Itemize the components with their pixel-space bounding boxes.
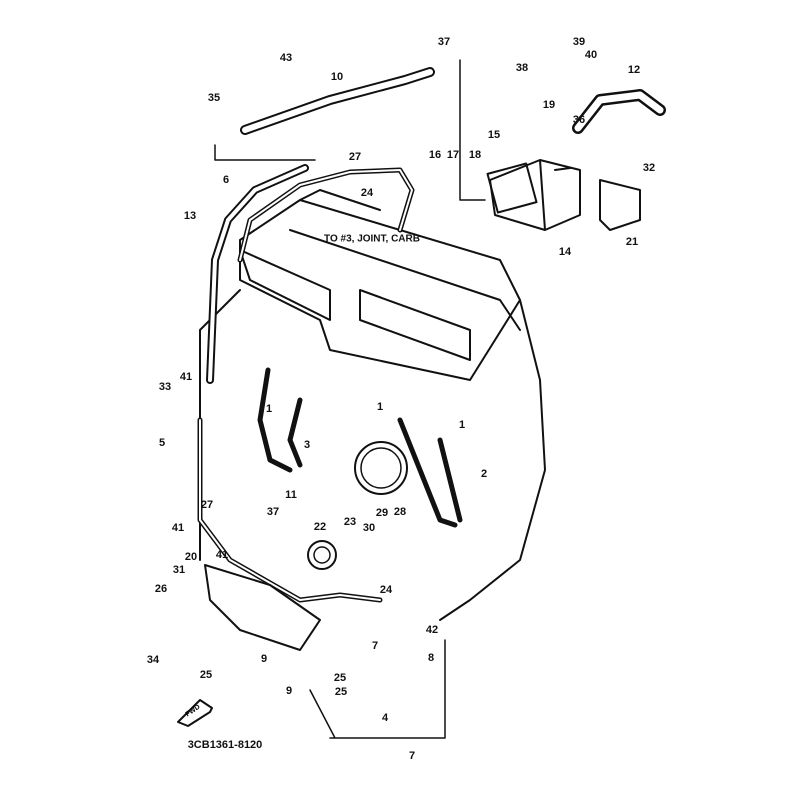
reed-valve-20 bbox=[204, 564, 321, 651]
callout-24: 24 bbox=[360, 187, 374, 199]
callout-37: 37 bbox=[266, 506, 280, 518]
engine-outline bbox=[199, 189, 546, 621]
callout-27: 27 bbox=[200, 499, 214, 511]
callout-1: 1 bbox=[265, 403, 273, 415]
callout-1: 1 bbox=[376, 401, 384, 413]
callout-28: 28 bbox=[393, 506, 407, 518]
callout-40: 40 bbox=[584, 49, 598, 61]
callout-1: 1 bbox=[458, 419, 466, 431]
pipe-3 bbox=[257, 367, 303, 473]
callout-17: 17 bbox=[446, 149, 460, 161]
callout-38: 38 bbox=[515, 62, 529, 74]
callout-29: 29 bbox=[375, 507, 389, 519]
bracket-21 bbox=[599, 179, 641, 231]
callout-16: 16 bbox=[428, 149, 442, 161]
callout-15: 15 bbox=[487, 129, 501, 141]
callout-41: 41 bbox=[171, 522, 185, 534]
callout-7: 7 bbox=[371, 640, 379, 652]
valve-22 bbox=[307, 540, 337, 570]
air-filter-case bbox=[489, 159, 581, 231]
callout-34: 34 bbox=[146, 654, 160, 666]
callout-41: 41 bbox=[179, 371, 193, 383]
callout-30: 30 bbox=[362, 522, 376, 534]
callout-5: 5 bbox=[158, 437, 166, 449]
callout-13: 13 bbox=[183, 210, 197, 222]
callout-3: 3 bbox=[303, 439, 311, 451]
callout-12: 12 bbox=[627, 64, 641, 76]
callout-26: 26 bbox=[154, 583, 168, 595]
callout-33: 33 bbox=[158, 381, 172, 393]
callout-21: 21 bbox=[625, 236, 639, 248]
callout-41: 41 bbox=[215, 549, 229, 561]
engine-circle bbox=[354, 441, 408, 495]
callout-10: 10 bbox=[330, 71, 344, 83]
callout-25: 25 bbox=[199, 669, 213, 681]
routing-note: TO #3, JOINT, CARB bbox=[324, 233, 420, 245]
callout-25: 25 bbox=[333, 672, 347, 684]
callout-9: 9 bbox=[285, 685, 293, 697]
callout-42: 42 bbox=[425, 624, 439, 636]
callout-23: 23 bbox=[343, 516, 357, 528]
callout-20: 20 bbox=[184, 551, 198, 563]
callout-9: 9 bbox=[260, 653, 268, 665]
callout-32: 32 bbox=[642, 162, 656, 174]
callout-39: 39 bbox=[572, 36, 586, 48]
callout-37: 37 bbox=[437, 36, 451, 48]
callout-35: 35 bbox=[207, 92, 221, 104]
callout-7: 7 bbox=[408, 750, 416, 762]
callout-25: 25 bbox=[334, 686, 348, 698]
callout-24: 24 bbox=[379, 584, 393, 596]
callout-19: 19 bbox=[542, 99, 556, 111]
callout-2: 2 bbox=[480, 468, 488, 480]
hose-13 bbox=[206, 164, 309, 384]
callout-27: 27 bbox=[348, 151, 362, 163]
callout-11: 11 bbox=[285, 489, 297, 501]
callout-6: 6 bbox=[222, 174, 230, 186]
cylinder-head-cover bbox=[239, 229, 521, 361]
callout-4: 4 bbox=[381, 712, 389, 724]
callout-14: 14 bbox=[558, 246, 572, 258]
callout-31: 31 bbox=[172, 564, 186, 576]
part-code: 3CB1361-8120 bbox=[187, 739, 263, 751]
callout-36: 36 bbox=[572, 114, 586, 126]
callout-43: 43 bbox=[279, 52, 293, 64]
callout-18: 18 bbox=[468, 149, 482, 161]
fwd-arrow-icon bbox=[177, 699, 213, 727]
callout-22: 22 bbox=[313, 521, 327, 533]
callout-8: 8 bbox=[427, 652, 435, 664]
pipe-2 bbox=[397, 417, 463, 528]
